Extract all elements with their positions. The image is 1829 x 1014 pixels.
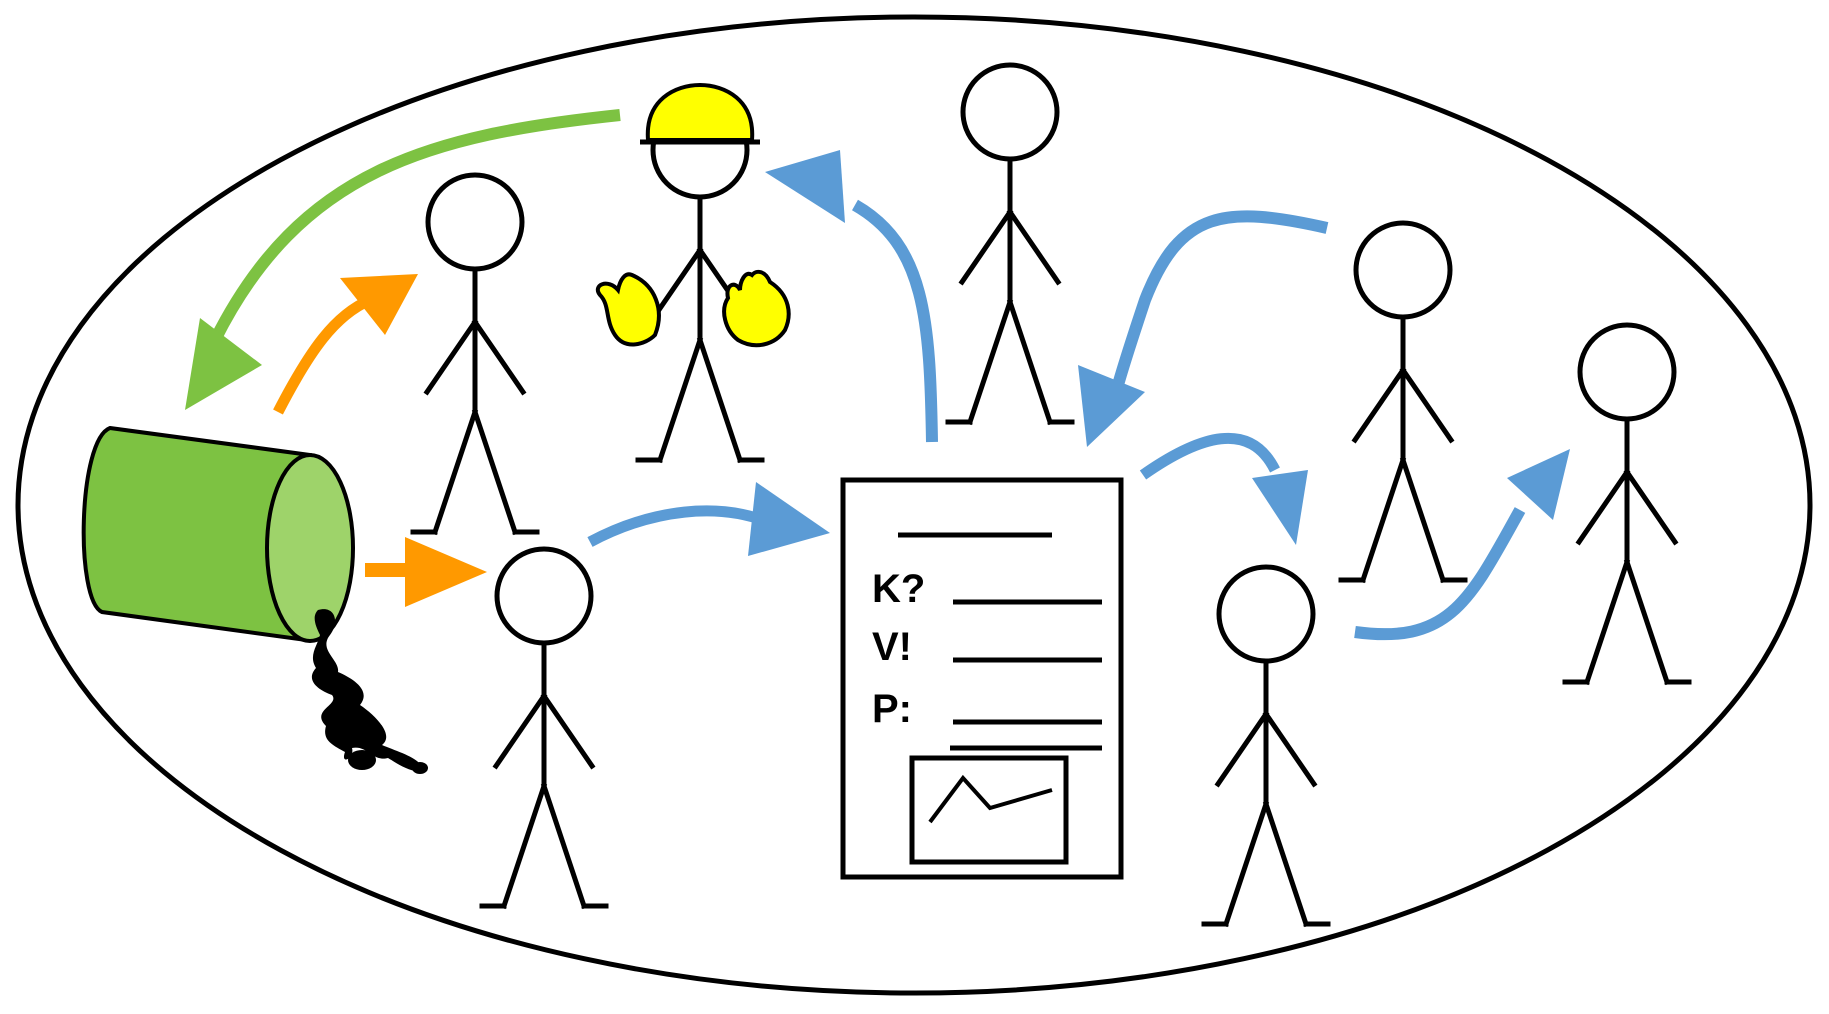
arrow-blue-right-head — [1507, 449, 1570, 520]
arrow-blue-from-doc-head — [1252, 470, 1308, 545]
arrow-orange-up — [273, 294, 373, 415]
arrow-blue-to-doc-2 — [1112, 210, 1329, 387]
doc-field-p: P: — [872, 687, 912, 731]
hard-hat-icon — [640, 82, 760, 145]
doc-field-v: V! — [872, 625, 912, 669]
safety-data-sheet-icon — [840, 477, 1124, 880]
arrow-blue-right — [1354, 507, 1526, 641]
doc-field-k: K? — [872, 567, 925, 611]
arrow-green-head — [185, 318, 262, 410]
arrow-orange-right-head — [405, 537, 487, 607]
arrow-blue-to-doc-head — [748, 482, 830, 556]
arrow-blue-to-doc-2-head — [1078, 365, 1145, 447]
arrow-blue-to-worker-head — [765, 150, 845, 223]
safety-gloves-icon — [596, 269, 791, 348]
arrow-blue-to-worker — [851, 199, 938, 443]
chemical-spill-icon — [311, 609, 428, 774]
leaking-barrel-icon — [81, 425, 355, 643]
arrow-orange-up-head — [340, 274, 418, 335]
arrow-blue-from-doc — [1139, 432, 1280, 480]
line-chart-icon — [928, 774, 1053, 824]
arrow-green — [209, 109, 621, 343]
safety-worker — [596, 82, 791, 460]
